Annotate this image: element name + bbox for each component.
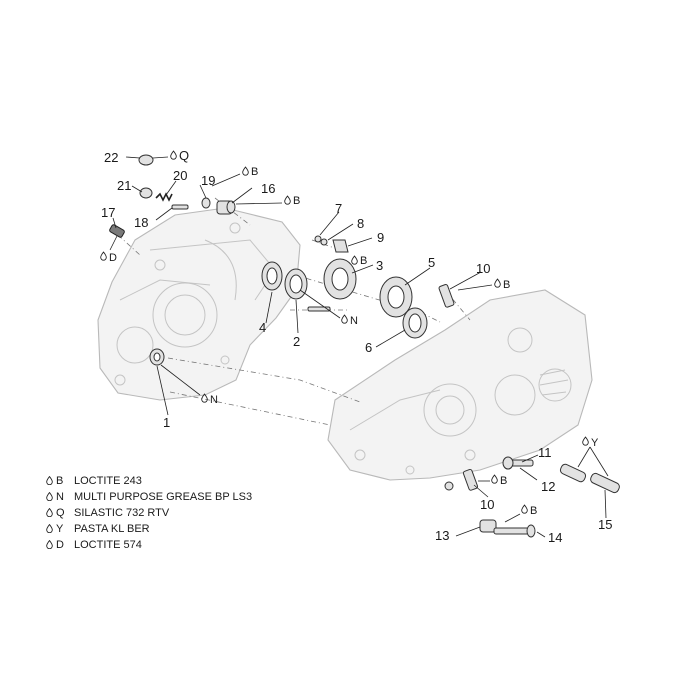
legend-row: D LOCTITE 574 (46, 537, 252, 553)
legend-row: B LOCTITE 243 (46, 473, 252, 489)
oil-drop-icon (46, 540, 53, 549)
callout-22: 22 (104, 150, 118, 165)
callout-13: 13 (435, 528, 449, 543)
legend-description: SILASTIC 732 RTV (74, 507, 170, 519)
lubricant-mark: B (242, 166, 258, 178)
legend-row: N MULTI PURPOSE GREASE BP LS3 (46, 489, 252, 505)
callout-6: 6 (365, 340, 372, 355)
callout-3: 3 (376, 258, 383, 273)
left-crankcase-half (97, 207, 301, 401)
leader-lines (109, 156, 609, 538)
callout-5: 5 (428, 255, 435, 270)
oil-drop-icon (100, 251, 107, 261)
legend-description: LOCTITE 574 (74, 539, 142, 551)
oil-drop-icon (582, 436, 589, 446)
lubricant-legend: B LOCTITE 243 N MULTI PURPOSE GREASE BP LS… (46, 473, 252, 553)
callout-21: 21 (117, 178, 131, 193)
oil-drop-icon (46, 476, 53, 485)
lubricant-mark: D (100, 251, 117, 264)
lubricant-code: N (210, 394, 218, 406)
lubricant-mark: N (201, 393, 218, 406)
callout-18: 18 (134, 215, 148, 230)
callout-8: 8 (357, 216, 364, 231)
lubricant-code: B (251, 166, 258, 178)
lubricant-mark: Y (582, 436, 599, 449)
legend-description: PASTA KL BER (74, 523, 150, 535)
callout-14: 14 (548, 530, 562, 545)
lubricant-code: B (360, 255, 367, 267)
parts (109, 154, 620, 538)
lubricant-code: N (350, 315, 358, 327)
lubricant-code: Y (591, 437, 599, 449)
lubricant-code: Q (179, 148, 189, 163)
legend-description: LOCTITE 243 (74, 475, 142, 487)
oil-drop-icon (46, 524, 53, 533)
callout-9: 9 (377, 230, 384, 245)
legend-code: D (56, 539, 64, 551)
legend-description: MULTI PURPOSE GREASE BP LS3 (74, 491, 253, 503)
right-crankcase-half (327, 289, 593, 481)
callout-10-lower: 10 (480, 497, 494, 512)
lubricant-mark: B (351, 255, 367, 267)
callout-20: 20 (173, 168, 187, 183)
oil-drop-icon (284, 195, 291, 205)
lubricant-code: B (503, 279, 510, 291)
oil-drop-icon (170, 150, 177, 160)
lubricant-mark: B (521, 504, 537, 517)
lubricant-mark: B (284, 195, 300, 207)
lubricant-mark: Q (170, 148, 189, 163)
oil-drop-icon (351, 255, 358, 265)
lubricant-mark: B (494, 278, 510, 291)
callout-17: 17 (101, 205, 115, 220)
lubricant-mark: N (341, 314, 358, 327)
lubricant-mark: B (491, 474, 507, 487)
callout-2: 2 (293, 334, 300, 349)
legend-code: B (56, 475, 64, 487)
legend-code: N (56, 491, 64, 503)
oil-drop-icon (46, 508, 53, 517)
oil-drop-icon (521, 504, 528, 514)
callout-7: 7 (335, 201, 342, 216)
callout-19: 19 (201, 173, 215, 188)
callout-16: 16 (261, 181, 275, 196)
callout-11: 11 (538, 445, 552, 460)
callout-12: 12 (541, 479, 555, 494)
oil-drop-icon (341, 314, 348, 324)
legend-code: Y (56, 523, 64, 535)
oil-drop-icon (494, 278, 501, 288)
lubricant-code: B (500, 475, 507, 487)
lubricant-code: B (530, 505, 537, 517)
lubricant-code: D (109, 252, 117, 264)
lubricant-code: B (293, 195, 300, 207)
callout-1: 1 (163, 415, 170, 430)
legend-row: Q SILASTIC 732 RTV (46, 505, 252, 521)
legend-row: Y PASTA KL BER (46, 521, 252, 537)
callout-15: 15 (598, 517, 612, 532)
oil-drop-icon (242, 166, 249, 176)
legend-code: Q (56, 507, 65, 519)
oil-drop-icon (46, 492, 53, 501)
callout-10-upper: 10 (476, 261, 490, 276)
callout-4: 4 (259, 320, 266, 335)
oil-drop-icon (491, 474, 498, 484)
assembly-centerlines (117, 197, 471, 426)
